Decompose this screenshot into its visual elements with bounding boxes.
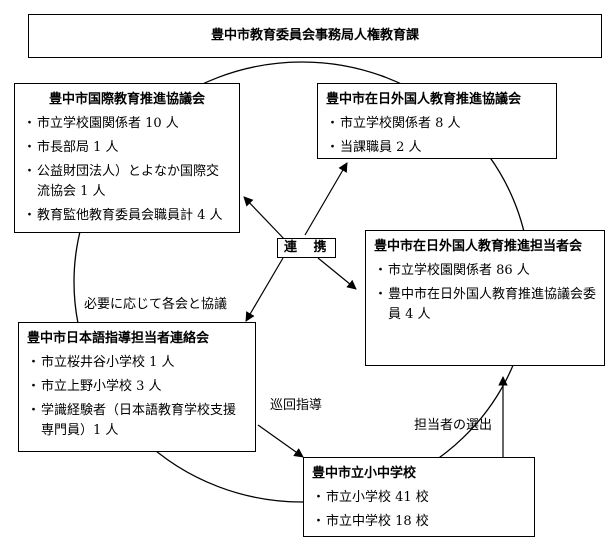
sensyutsu-label: 担当者の選出 <box>414 418 493 433</box>
renkei-label: 連 携 <box>277 238 336 258</box>
arrow-to-tantou <box>317 257 357 290</box>
tantou-item: 豊中市在日外国人教育推進協議会委員 4 人 <box>374 285 596 325</box>
top-box: 豊中市教育委員会事務局人権教育課 <box>28 14 602 58</box>
schools-box: 豊中市立小中学校 市立小学校 41 校 市立中学校 18 校 <box>303 457 535 537</box>
schools-item: 市立小学校 41 校 <box>312 488 526 508</box>
arrow-to-zainichi <box>304 162 348 236</box>
schools-title: 豊中市立小中学校 <box>312 466 417 481</box>
tantou-title: 豊中市在日外国人教育推進担当者会 <box>374 239 583 254</box>
tantou-box: 豊中市在日外国人教育推進担当者会 市立学校園関係者 86 人 豊中市在日外国人教… <box>365 230 605 366</box>
junkai-label: 巡回指導 <box>270 398 323 413</box>
zainichi-item: 市立学校関係者 8 人 <box>326 114 548 134</box>
nihongo-item: 市立上野小学校 3 人 <box>27 377 247 397</box>
kokusai-item: 市長部局 1 人 <box>23 138 231 158</box>
schools-item: 市立中学校 18 校 <box>312 512 526 532</box>
kokusai-item: 公益財団法人）とよなか国際交流協会 1 人 <box>23 162 231 202</box>
kokusai-item: 市立学校園関係者 10 人 <box>23 114 231 134</box>
nihongo-box: 豊中市日本語指導担当者連絡会 市立桜井谷小学校 1 人 市立上野小学校 3 人 … <box>18 322 256 452</box>
kokusai-item: 教育監他教育委員会職員計 4 人 <box>23 206 231 226</box>
arrow-to-schools <box>257 424 304 458</box>
nihongo-title: 豊中市日本語指導担当者連絡会 <box>27 331 210 346</box>
zainichi-item: 当課職員 2 人 <box>326 138 548 158</box>
zainichi-title: 豊中市在日外国人教育推進協議会 <box>326 92 522 107</box>
arrow-to-kokusai <box>243 196 288 243</box>
hitsuyou-label: 必要に応じて各会と協議 <box>84 297 228 312</box>
kokusai-title: 豊中市国際教育推進協議会 <box>48 92 205 107</box>
zainichi-box: 豊中市在日外国人教育推進協議会 市立学校関係者 8 人 当課職員 2 人 <box>317 83 557 159</box>
top-title: 豊中市教育委員会事務局人権教育課 <box>210 28 419 43</box>
arrow-to-nihongo <box>245 257 284 322</box>
tantou-item: 市立学校園関係者 86 人 <box>374 261 596 281</box>
kokusai-box: 豊中市国際教育推進協議会 市立学校園関係者 10 人 市長部局 1 人 公益財団… <box>14 83 240 233</box>
nihongo-item: 市立桜井谷小学校 1 人 <box>27 353 247 373</box>
nihongo-item: 学識経験者（日本語教育学校支援専門員）1 人 <box>27 401 247 441</box>
